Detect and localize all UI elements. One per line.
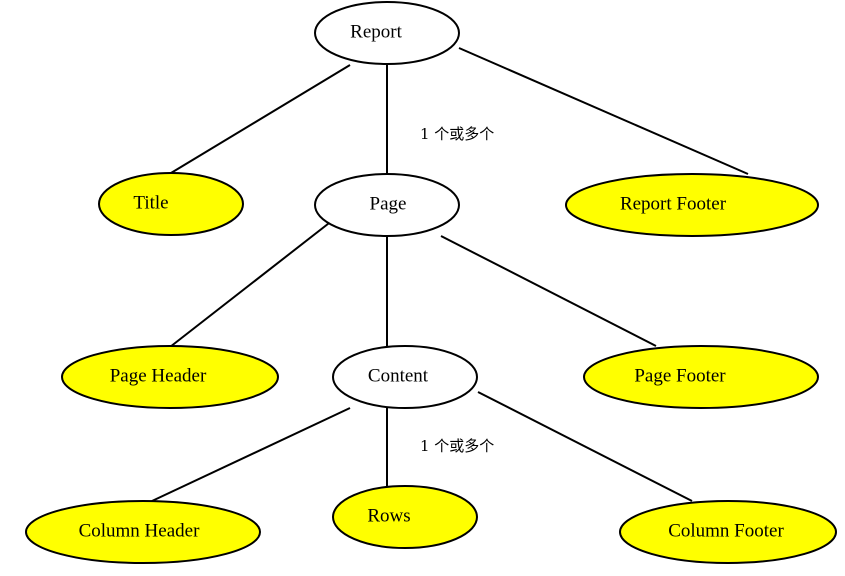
- node-page-footer: Page Footer: [583, 345, 819, 409]
- edge-report-report-footer: [458, 47, 749, 175]
- node-page-header-shape: [61, 345, 279, 409]
- node-title-label: Title: [133, 192, 168, 213]
- node-content: Content: [332, 345, 478, 409]
- node-report-footer: Report Footer: [565, 173, 819, 237]
- node-report-footer-shape: [565, 173, 819, 237]
- edge-content-column-footer: [477, 391, 693, 502]
- edge-report-title: [170, 64, 351, 174]
- node-title-shape: [98, 172, 244, 236]
- node-content-shape: [332, 345, 478, 409]
- edge-annotation-report-page: 1 个或多个: [420, 125, 494, 143]
- node-page-footer-shape: [583, 345, 819, 409]
- node-page-footer-label: Page Footer: [634, 365, 726, 386]
- node-page-label: Page: [370, 193, 407, 214]
- node-page-shape: [314, 173, 460, 237]
- node-page-header-label: Page Header: [110, 365, 207, 386]
- edge-content-column-header: [151, 407, 351, 502]
- node-page: Page: [314, 173, 460, 237]
- node-column-footer-shape: [619, 500, 837, 564]
- node-column-footer: Column Footer: [619, 500, 837, 564]
- edge-page-page-header: [169, 219, 334, 348]
- edge-page-page-footer: [440, 235, 657, 347]
- edge-annotation-content-rows: 1 个或多个: [420, 437, 494, 455]
- node-rows: Rows: [332, 485, 478, 549]
- edges: [151, 47, 749, 502]
- node-report: Report: [314, 1, 460, 65]
- node-report-label: Report: [350, 21, 402, 42]
- node-report-shape: [314, 1, 460, 65]
- node-rows-label: Rows: [367, 505, 410, 526]
- node-column-header-shape: [25, 500, 261, 564]
- node-column-footer-label: Column Footer: [668, 520, 784, 541]
- node-column-header-label: Column Header: [79, 520, 201, 541]
- node-title: Title: [98, 172, 244, 236]
- node-column-header: Column Header: [25, 500, 261, 564]
- node-content-label: Content: [368, 365, 429, 386]
- node-report-footer-label: Report Footer: [620, 193, 727, 214]
- node-rows-shape: [332, 485, 478, 549]
- node-page-header: Page Header: [61, 345, 279, 409]
